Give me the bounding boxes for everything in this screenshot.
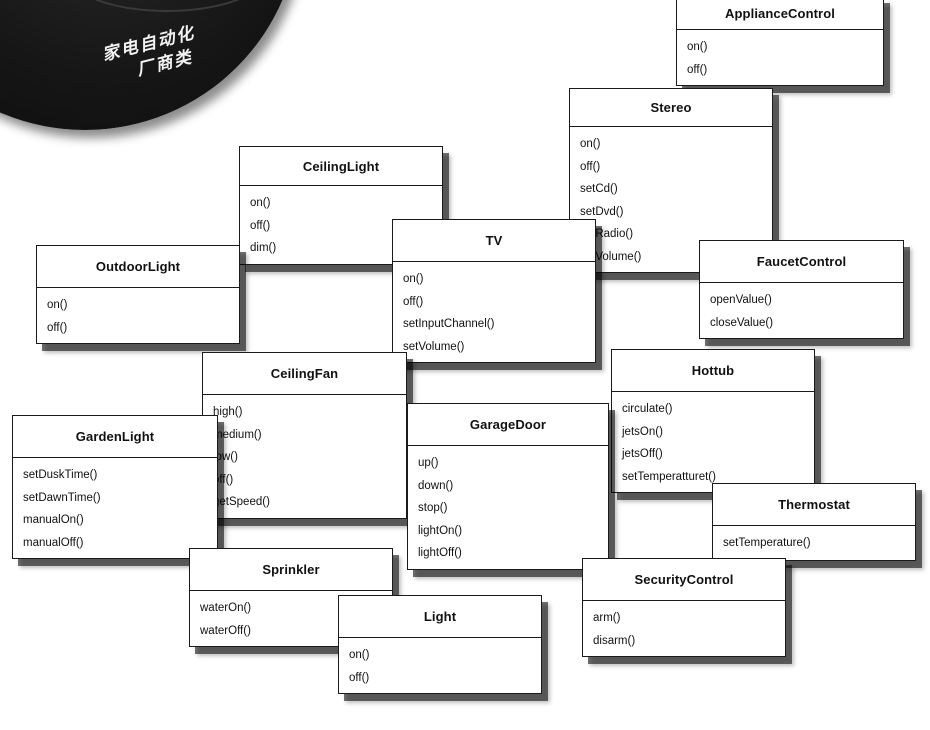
- class-box-security-control: SecurityControl arm() disarm(): [582, 558, 786, 657]
- class-name: TV: [393, 220, 595, 262]
- class-name: CeilingLight: [240, 147, 442, 186]
- method-item: dim(): [250, 242, 277, 254]
- class-name: Thermostat: [713, 484, 915, 526]
- method-item: arm(): [593, 612, 621, 624]
- class-name: OutdoorLight: [37, 246, 239, 288]
- method-item: closeValue(): [710, 316, 774, 329]
- method-item: off(): [213, 473, 234, 486]
- class-name: Light: [339, 596, 541, 638]
- method-item: on(): [250, 197, 271, 209]
- method-list: up() down() stop() lightOn() lightOff(): [408, 446, 608, 569]
- method-item: lightOn(): [418, 524, 463, 537]
- method-item: setDuskTime(): [23, 469, 98, 481]
- method-item: setCd(): [580, 183, 618, 195]
- method-item: setDawnTime(): [23, 491, 101, 504]
- class-name: FaucetControl: [700, 241, 903, 283]
- method-item: waterOff(): [200, 624, 251, 637]
- method-item: on(): [403, 273, 424, 285]
- method-list: high() medium() low() off() getSpeed(): [203, 395, 406, 518]
- method-item: getSpeed(): [213, 496, 270, 508]
- class-box-garden-light: GardenLight setDuskTime() setDawnTime() man…: [12, 415, 218, 559]
- method-item: off(): [47, 321, 68, 334]
- method-list: on() off() setInputChannel() setVolume(): [393, 262, 595, 362]
- method-item: setTemperatturet(): [622, 470, 716, 483]
- class-box-thermostat: Thermostat setTemperature(): [712, 483, 916, 561]
- method-item: setInputChannel(): [403, 318, 495, 330]
- method-item: setDvd(): [580, 205, 624, 218]
- method-list: on() off(): [37, 288, 239, 343]
- method-item: setTemperature(): [723, 537, 811, 549]
- class-name: GarageDoor: [408, 404, 608, 446]
- class-box-ceiling-fan: CeilingFan high() medium() low() off() getSpe…: [202, 352, 407, 519]
- method-item: on(): [580, 138, 601, 150]
- method-item: on(): [349, 649, 370, 661]
- method-item: off(): [403, 295, 424, 308]
- class-box-faucet-control: FaucetControl openValue() closeValue(): [699, 240, 904, 339]
- method-item: high(): [213, 406, 243, 418]
- method-item: medium(): [213, 428, 262, 441]
- method-list: openValue() closeValue(): [700, 283, 903, 338]
- method-item: lightOff(): [418, 547, 462, 559]
- method-list: arm() disarm(): [583, 601, 785, 656]
- class-name: ApplianceControl: [677, 0, 883, 30]
- class-name: GardenLight: [13, 416, 217, 458]
- class-name: Sprinkler: [190, 549, 392, 591]
- method-item: off(): [687, 63, 708, 76]
- method-item: on(): [47, 299, 68, 311]
- method-item: openValue(): [710, 294, 772, 306]
- method-item: on(): [687, 41, 708, 53]
- method-item: off(): [250, 219, 271, 232]
- method-list: setDuskTime() setDawnTime() manualOn() manu…: [13, 458, 217, 558]
- method-list: on() off(): [339, 638, 541, 693]
- method-list: setTemperature(): [713, 526, 915, 559]
- method-item: setVolume(): [403, 340, 465, 353]
- method-list: waterOn() waterOff(): [190, 591, 392, 646]
- method-item: off(): [580, 160, 601, 173]
- class-name: Hottub: [612, 350, 814, 392]
- class-box-garage-door: GarageDoor up() down() stop() lightOn() light…: [407, 403, 609, 570]
- class-box-light: Light on() off(): [338, 595, 542, 694]
- method-item: low(): [213, 451, 238, 463]
- class-name: CeilingFan: [203, 353, 406, 395]
- method-item: down(): [418, 479, 454, 492]
- class-box-tv: TV on() off() setInputChannel() setVolume(): [392, 219, 596, 363]
- method-item: manualOff(): [23, 536, 84, 549]
- class-box-hottub: Hottub circulate() jetsOn() jetsOff() setTem…: [611, 349, 815, 493]
- method-item: circulate(): [622, 403, 673, 415]
- method-item: jetsOff(): [622, 448, 663, 460]
- method-list: on() off() dim(): [240, 186, 442, 264]
- method-item: off(): [349, 671, 370, 684]
- class-box-outdoor-light: OutdoorLight on() off(): [36, 245, 240, 344]
- method-item: stop(): [418, 502, 448, 514]
- class-box-appliance-control: ApplianceControl on() off(): [676, 0, 884, 86]
- method-item: waterOn(): [200, 602, 252, 614]
- method-item: jetsOn(): [622, 425, 663, 438]
- method-item: manualOn(): [23, 514, 84, 526]
- method-list: on() off(): [677, 30, 883, 85]
- method-list: circulate() jetsOn() jetsOff() setTemperatt…: [612, 392, 814, 492]
- class-name: SecurityControl: [583, 559, 785, 601]
- method-item: disarm(): [593, 634, 636, 647]
- class-name: Stereo: [570, 89, 772, 127]
- method-item: up(): [418, 457, 439, 469]
